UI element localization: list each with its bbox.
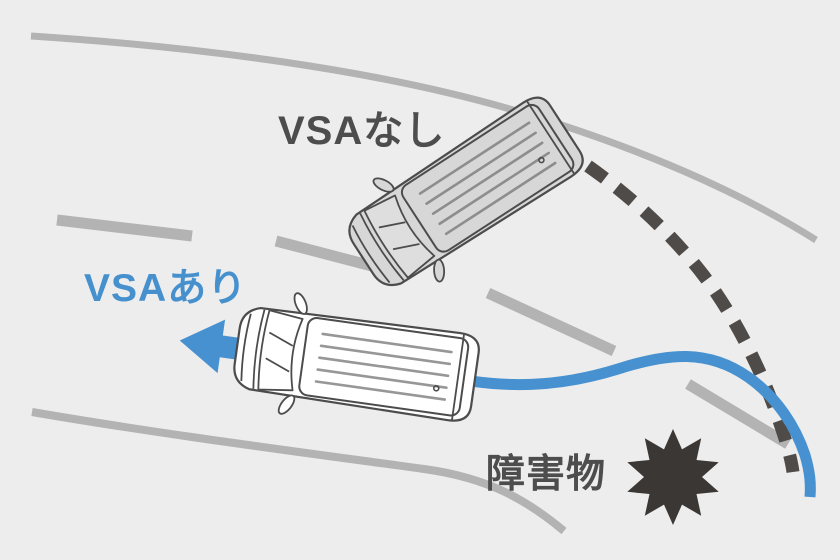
skid-trajectory-dashed-line xyxy=(584,160,800,474)
label-obstacle: 障害物 xyxy=(486,453,607,496)
van-windshield xyxy=(257,309,304,392)
side-mirror xyxy=(433,258,446,283)
lane-center-dash xyxy=(685,379,791,449)
van-without-vsa xyxy=(348,96,584,287)
road-edge-top xyxy=(30,32,818,243)
van-with-vsa xyxy=(233,292,480,422)
side-mirror xyxy=(293,292,308,315)
starburst-icon xyxy=(627,429,719,525)
vsa-trajectory-line xyxy=(436,351,816,498)
lane-center-dash xyxy=(485,288,617,356)
road-edge-bottom xyxy=(31,408,567,535)
lane-center-dash xyxy=(274,235,374,272)
side-mirror xyxy=(372,177,395,193)
side-mirror xyxy=(277,394,296,415)
label-vsa-with: VSAあり xyxy=(84,267,248,310)
lane-center-dash xyxy=(56,214,193,242)
van-windshield xyxy=(363,194,436,279)
label-vsa-without: VSAなし xyxy=(278,109,446,153)
